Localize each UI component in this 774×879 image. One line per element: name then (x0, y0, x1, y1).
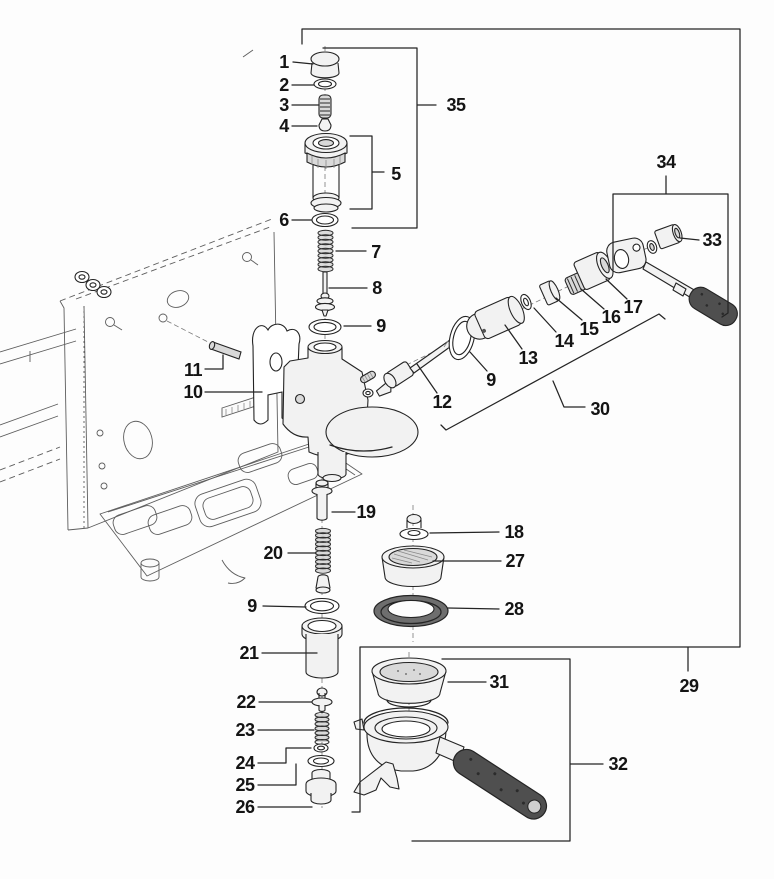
part-label-7: 7 (371, 242, 381, 262)
part-5-upper-fitting (304, 132, 348, 213)
part-label-3: 3 (279, 95, 289, 115)
part-label-21: 21 (239, 643, 259, 663)
part-label-28: 28 (504, 599, 524, 619)
part-label-23: 23 (235, 720, 255, 740)
part-6-oring (311, 212, 339, 228)
shower-stack (373, 513, 449, 628)
lever-ring (646, 240, 658, 254)
part-26-fitting (305, 768, 337, 805)
part-label-24: 24 (235, 753, 255, 773)
part-25-washer (307, 754, 335, 768)
part-7-spring (317, 229, 334, 273)
part-label-14: 14 (554, 331, 574, 351)
part-15-bushing (539, 280, 561, 306)
lower-valve-stack (301, 479, 343, 805)
part-22-valve (311, 687, 333, 712)
part-9-oring-lower (304, 597, 340, 615)
part-2-oring (313, 78, 337, 90)
part-3-spring (318, 94, 332, 119)
part-1-knob (310, 51, 340, 79)
part-19-valve-pin (311, 479, 333, 521)
part-20-spring (315, 527, 331, 574)
part-label-2: 2 (279, 75, 289, 95)
part-13-piston (466, 295, 525, 340)
group-label-29: 29 (679, 676, 699, 696)
top-valve-stack (304, 51, 348, 336)
part-14-ring (520, 293, 532, 311)
bracket-32 (411, 658, 604, 842)
part-8-valve-stem (314, 271, 336, 317)
part-31-filter-basket (371, 657, 447, 708)
part-label-6: 6 (279, 210, 289, 230)
part-9-oring-top (308, 318, 342, 336)
part-label-31: 31 (489, 672, 509, 692)
group-label-30: 30 (590, 399, 610, 419)
group-brackets (301, 28, 741, 842)
bracket-35 (322, 47, 437, 229)
part-label-26: 26 (235, 797, 255, 817)
part-28-group-gasket (373, 594, 449, 628)
part-24-ring (313, 743, 329, 753)
bracket-34 (612, 175, 729, 318)
part-21-cup (301, 617, 343, 679)
group-label-34: 34 (656, 152, 676, 172)
part-label-16: 16 (601, 307, 621, 327)
bracket-30 (440, 313, 666, 431)
lever-rod-and-grip (642, 261, 738, 327)
part-label-10: 10 (183, 382, 203, 402)
part-label-9-lower: 9 (247, 596, 257, 616)
machine-chassis (0, 49, 363, 584)
lever-block (606, 237, 647, 274)
leader-lines (204, 61, 700, 808)
part-label-18: 18 (504, 522, 524, 542)
nozzle-piece (315, 574, 331, 594)
part-label-5: 5 (391, 164, 401, 184)
portafilter-group (353, 657, 548, 820)
part-label-11: 11 (183, 360, 203, 380)
bracket-5 (349, 135, 385, 210)
part-label-12: 12 (432, 392, 452, 412)
part-label-25: 25 (235, 775, 255, 795)
part-label-4: 4 (279, 116, 289, 136)
part-23-spring (314, 712, 330, 745)
group-label-32: 32 (608, 754, 628, 774)
part-label-15: 15 (579, 319, 599, 339)
group-label-35: 35 (446, 95, 466, 115)
part-label-9-piston: 9 (486, 370, 496, 390)
part-18-screw (399, 513, 429, 541)
part-label-27: 27 (505, 551, 525, 571)
part-label-13: 13 (518, 348, 538, 368)
group-head-body (282, 339, 419, 483)
part-33-sleeve (654, 223, 683, 250)
part-27-shower-screen (381, 545, 445, 588)
piston-assembly (383, 223, 738, 389)
part-label-9-top: 9 (376, 316, 386, 336)
part-17-cylinder (573, 251, 614, 290)
bracket-29 (301, 28, 741, 813)
part-label-20: 20 (263, 543, 283, 563)
part-label-22: 22 (236, 692, 256, 712)
part-label-19: 19 (356, 502, 376, 522)
part-32-portafilter (353, 707, 548, 820)
part-label-33: 33 (702, 230, 722, 250)
panel-washers (74, 270, 112, 299)
part-label-17: 17 (623, 297, 643, 317)
part-4-valve-cone (318, 118, 332, 132)
part-11-pin (208, 341, 242, 360)
part-label-1: 1 (279, 52, 289, 72)
part-label-8: 8 (372, 278, 382, 298)
